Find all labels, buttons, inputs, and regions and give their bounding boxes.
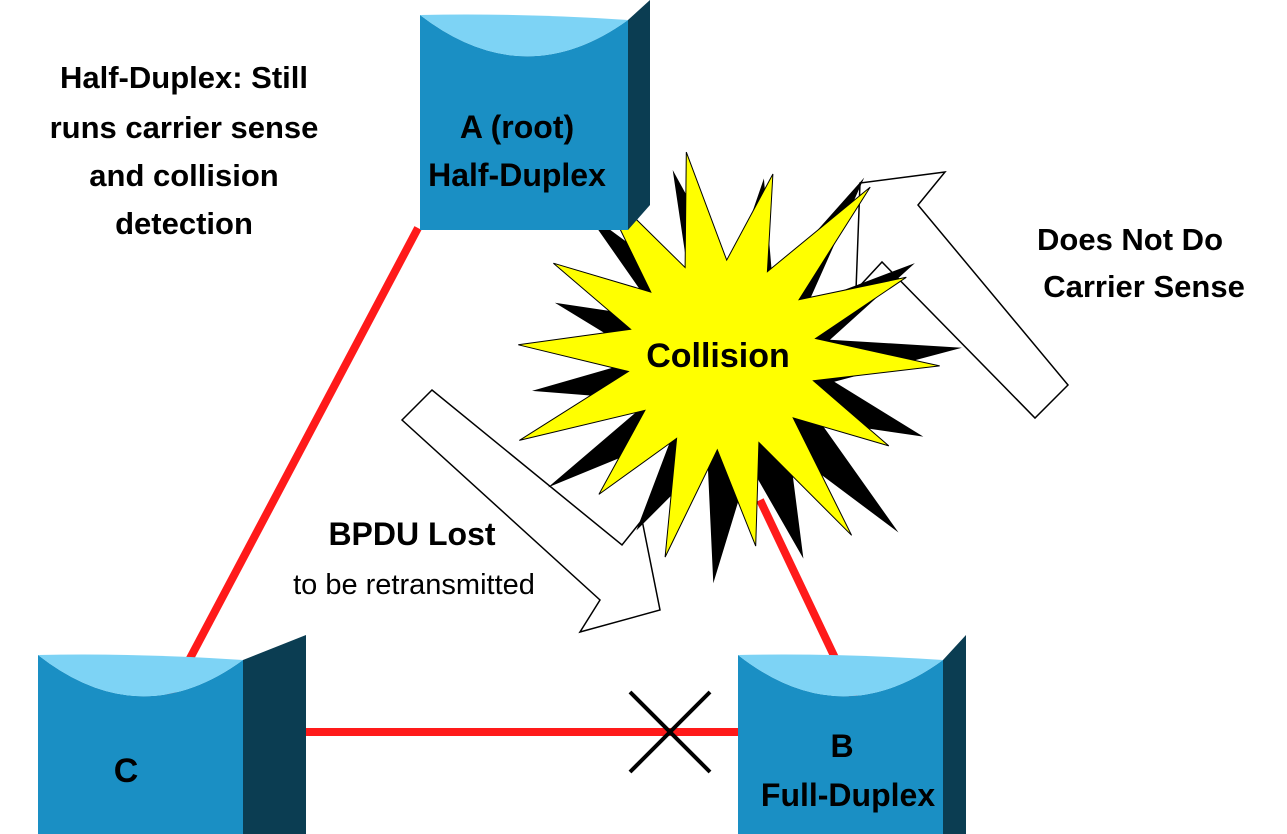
half-duplex-note-line3: and collision (89, 158, 278, 193)
switch-a-label-line2: Half-Duplex (428, 157, 606, 193)
no-carrier-sense-note-line2: Carrier Sense (1043, 269, 1245, 304)
x-mark-icon (628, 690, 712, 774)
lan-switch-icon (738, 635, 966, 834)
switch-c-label: C (114, 752, 139, 790)
bpdu-lost-note-line1: BPDU Lost (328, 516, 495, 552)
switch-c (38, 635, 306, 834)
bpdu-lost-note-line2: to be retransmitted (293, 569, 535, 601)
lan-switch-icon (420, 0, 650, 230)
switch-b (738, 635, 966, 834)
lan-switch-icon (38, 635, 306, 834)
switch-a (420, 0, 650, 230)
half-duplex-note-line4: detection (115, 206, 253, 241)
switch-b-label-line2: Full-Duplex (761, 777, 935, 813)
collision-label: Collision (646, 337, 790, 375)
half-duplex-note-line2: runs carrier sense (50, 110, 319, 145)
no-carrier-sense-note-line1: Does Not Do (1037, 222, 1223, 257)
half-duplex-note-line1: Half-Duplex: Still (60, 60, 308, 95)
hollow-arrow-icon (855, 171, 1070, 420)
hollow-arrow-icon (400, 388, 661, 634)
bpdu-lost-note: BPDU Lost to be retransmitted (293, 516, 535, 601)
switch-b-label-line1: B (830, 728, 853, 764)
starburst-icon (518, 151, 940, 558)
switch-a-label-line1: A (root) (460, 109, 574, 145)
link-a-c (156, 226, 422, 717)
no-carrier-sense-note: Does Not Do Carrier Sense (1037, 222, 1245, 304)
half-duplex-note: Half-Duplex: Still runs carrier sense an… (50, 60, 319, 241)
